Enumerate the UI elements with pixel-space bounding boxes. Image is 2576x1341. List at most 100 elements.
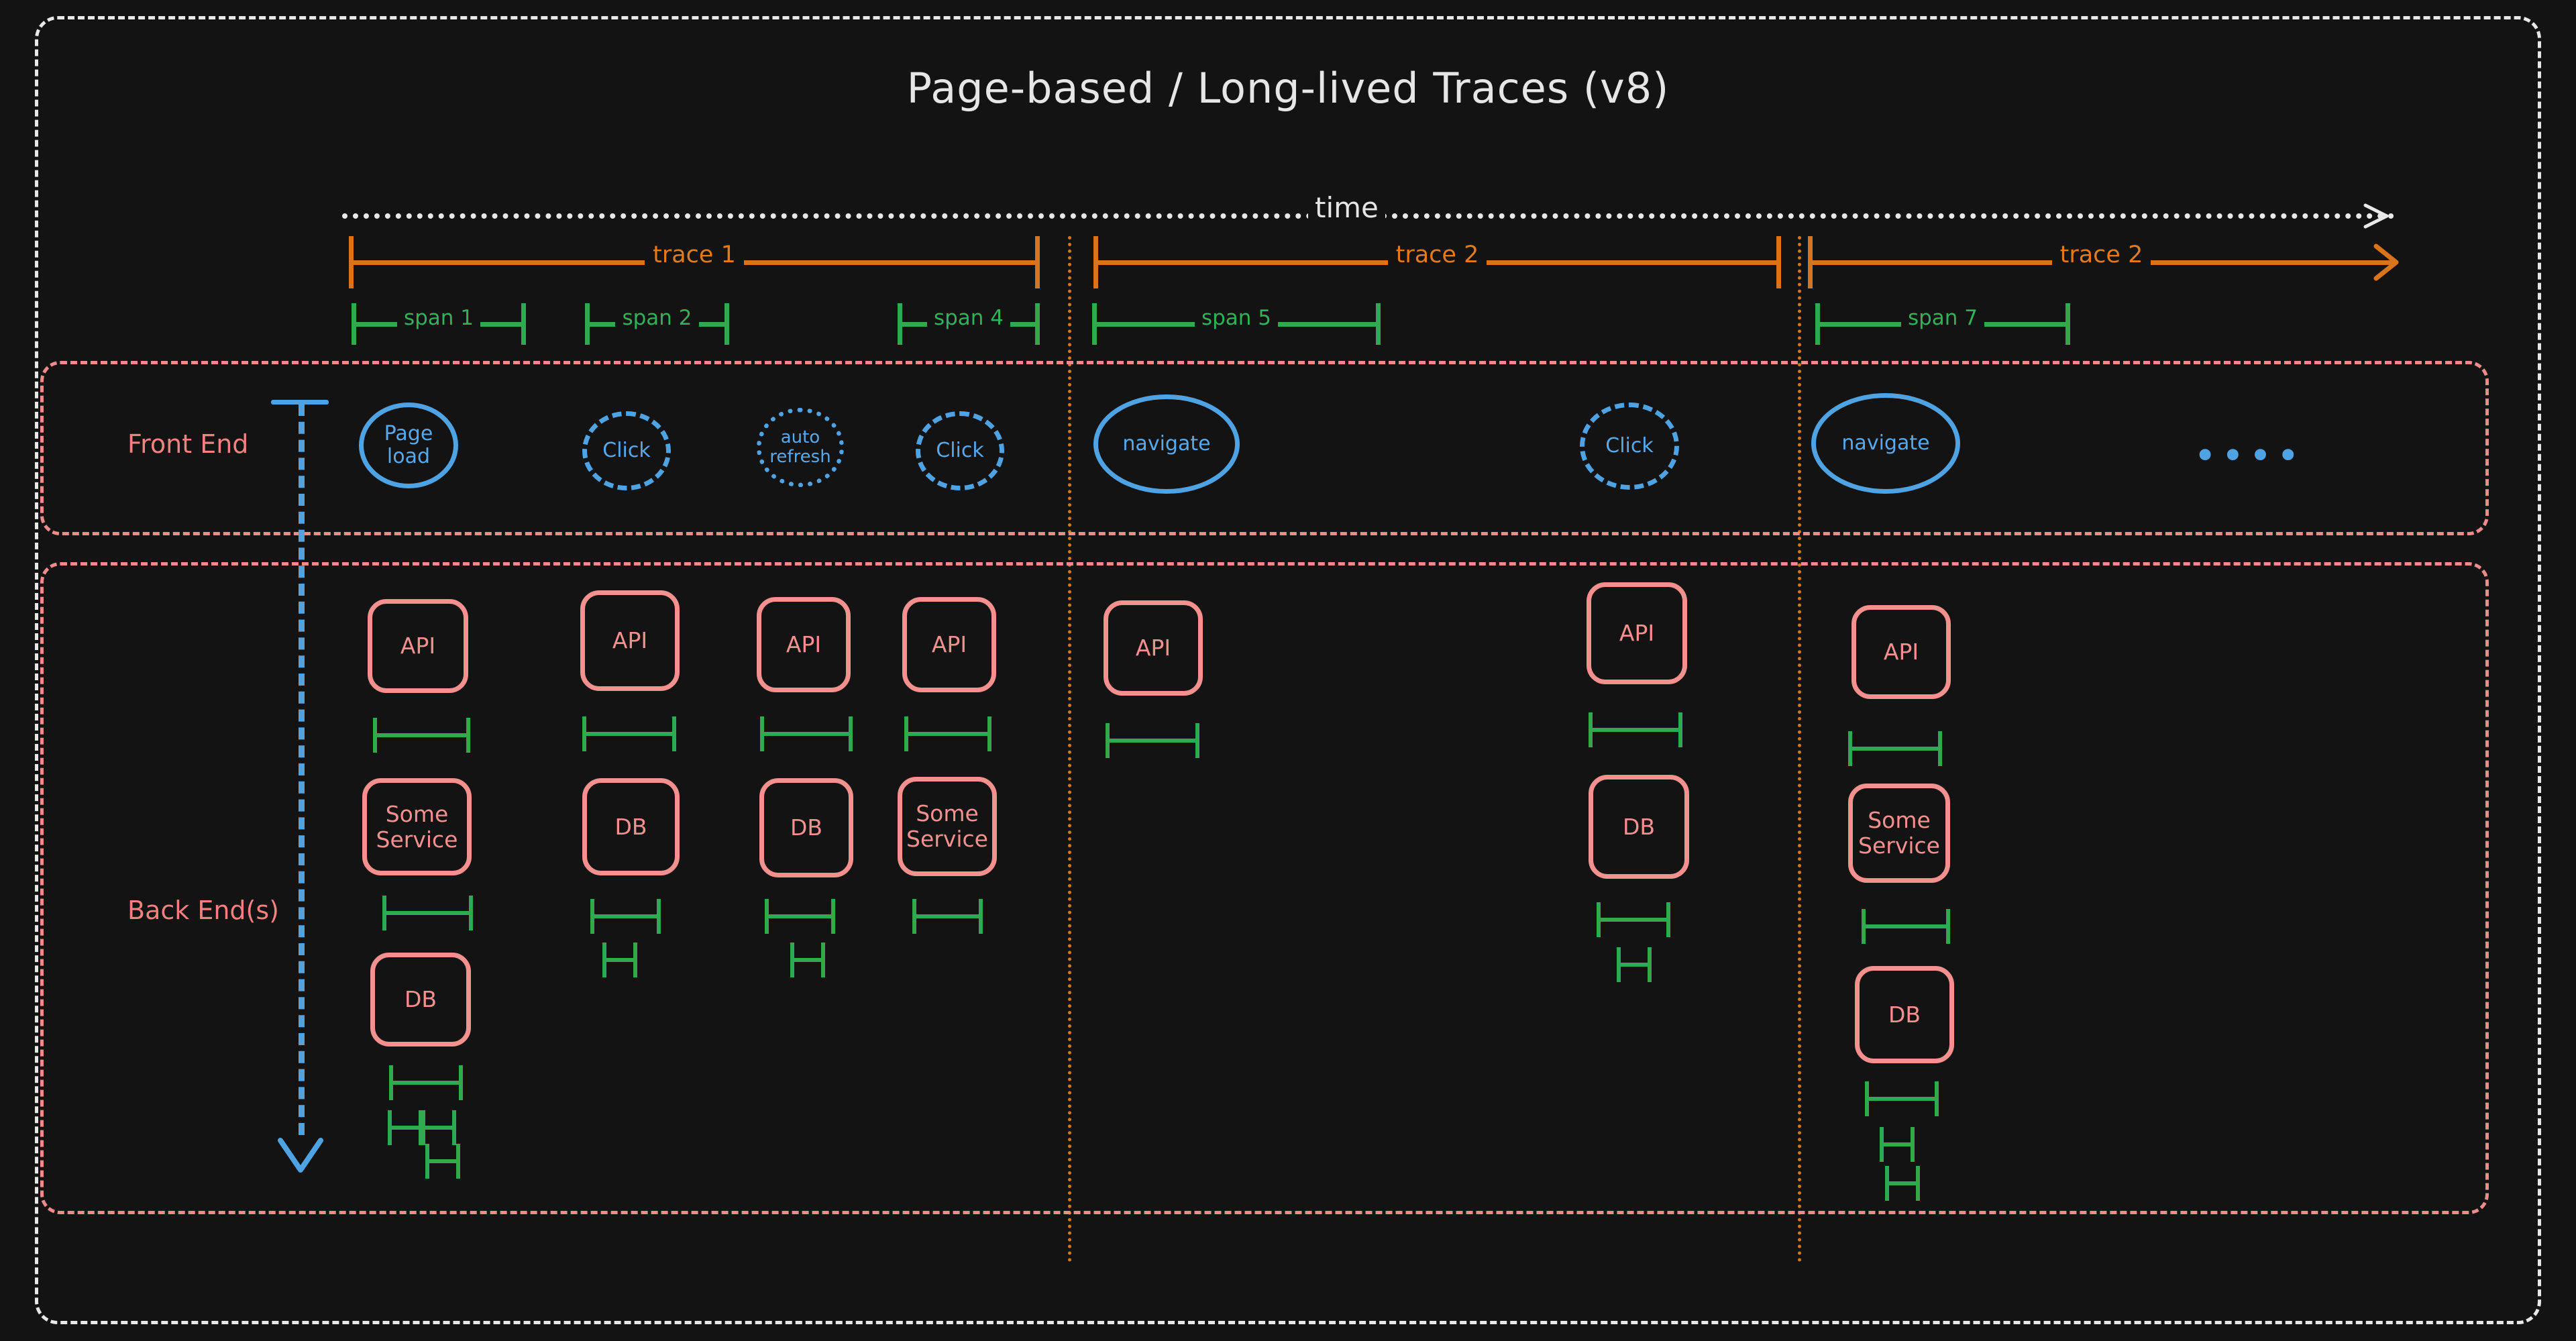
- backend-node[interactable]: DB: [759, 778, 853, 877]
- frontend-event[interactable]: navigate: [1811, 393, 1960, 494]
- depth-arrow: [271, 394, 329, 1173]
- backend-span-cap-right: [672, 716, 676, 751]
- span-bar: span 7: [1815, 303, 2070, 345]
- depth-arrow-stem: [299, 404, 305, 1135]
- backend-span-cap-right: [469, 896, 473, 930]
- trace-cap-right: [1035, 236, 1040, 288]
- frontend-event[interactable]: Click: [916, 411, 1004, 490]
- backend-span-bar: [1862, 909, 1950, 944]
- frontend-panel: [40, 361, 2489, 535]
- backend-span-bar: [1885, 1166, 1920, 1201]
- frontend-event-label: navigate: [1122, 432, 1211, 456]
- span-label: span 5: [1092, 306, 1381, 330]
- backend-span-bar-line: [1617, 963, 1652, 967]
- backend-span-bar: [1106, 723, 1199, 758]
- frontend-event-label: Click: [1605, 434, 1654, 458]
- backend-span-cap-right: [1946, 909, 1950, 944]
- span-label: span 4: [898, 306, 1040, 330]
- backend-span-bar: [912, 899, 983, 934]
- span-bar: span 5: [1092, 303, 1381, 345]
- backend-span-bar-line: [425, 1159, 460, 1163]
- backend-node[interactable]: API: [1587, 582, 1687, 684]
- backend-span-cap-right: [1678, 712, 1682, 747]
- backend-span-bar: [389, 1065, 463, 1100]
- backend-span-bar: [760, 716, 853, 751]
- time-arrow-icon: [2363, 203, 2389, 229]
- outer-frame: [35, 16, 2541, 1324]
- backend-span-bar-line: [1885, 1181, 1920, 1185]
- trace-label: trace 2: [1808, 242, 2395, 268]
- span-label: span 1: [352, 306, 526, 330]
- trace-bar: trace 1: [349, 236, 1040, 288]
- backend-span-bar: [765, 899, 835, 934]
- backend-span-bar-line: [912, 914, 983, 918]
- span-cap-right: [521, 303, 526, 345]
- frontend-event[interactable]: Click: [582, 411, 671, 490]
- backend-span-bar: [1865, 1081, 1939, 1116]
- backend-span-bar-line: [582, 732, 676, 736]
- backend-span-bar-line: [1848, 747, 1942, 751]
- frontend-event-label: Click: [602, 439, 651, 463]
- backend-span-cap-right: [419, 1110, 423, 1145]
- span-bar: span 4: [898, 303, 1040, 345]
- trace-divider: [1068, 236, 1071, 1263]
- backend-span-cap-right: [1916, 1166, 1920, 1201]
- backend-span-cap-right: [1935, 1081, 1939, 1116]
- backend-span-bar-line: [1865, 1097, 1939, 1101]
- span-cap-right: [1035, 303, 1040, 345]
- backend-node[interactable]: DB: [1589, 775, 1689, 879]
- backend-node-label: DB: [1888, 1001, 1921, 1028]
- frontend-event[interactable]: navigate: [1093, 394, 1240, 494]
- backend-node[interactable]: API: [1104, 600, 1203, 696]
- backend-span-bar: [1617, 947, 1652, 982]
- trace-label: trace 2: [1093, 242, 1781, 268]
- backend-span-cap-right: [821, 943, 825, 977]
- backend-span-bar-line: [1106, 739, 1199, 743]
- backend-node[interactable]: DB: [582, 778, 680, 875]
- backend-span-bar: [388, 1110, 423, 1145]
- backend-span-bar: [1597, 902, 1670, 937]
- frontend-label: Front End: [127, 429, 249, 459]
- backend-node[interactable]: API: [580, 590, 680, 691]
- backend-node-label: API: [1883, 639, 1919, 665]
- backend-node[interactable]: API: [368, 599, 468, 693]
- backend-node[interactable]: API: [902, 597, 996, 692]
- span-cap-right: [1376, 303, 1381, 345]
- backend-span-cap-right: [633, 943, 637, 977]
- frontend-event-label: Click: [936, 439, 984, 463]
- backend-span-bar: [1880, 1127, 1915, 1162]
- backend-node-label: API: [1619, 620, 1655, 647]
- backend-span-bar: [421, 1110, 456, 1145]
- backend-node[interactable]: DB: [1855, 966, 1954, 1063]
- trace-bar: trace 2: [1093, 236, 1781, 288]
- trace-arrow-icon: [2373, 244, 2399, 281]
- backend-span-bar: [373, 718, 470, 753]
- backend-node[interactable]: API: [757, 597, 851, 692]
- backend-span-bar-line: [389, 1081, 463, 1085]
- backend-node[interactable]: DB: [370, 953, 471, 1047]
- page-title: Page-based / Long-lived Traces (v8): [906, 64, 1670, 113]
- backend-span-bar-line: [421, 1126, 456, 1130]
- backend-span-bar: [1848, 731, 1942, 766]
- backend-span-bar: [602, 943, 637, 977]
- backend-span-bar-line: [760, 732, 853, 736]
- backend-span-cap-right: [1911, 1127, 1915, 1162]
- depth-arrow-cap: [271, 400, 329, 405]
- time-axis-label: time: [1308, 191, 1385, 224]
- backend-span-bar: [904, 716, 991, 751]
- frontend-event[interactable]: Click: [1580, 403, 1679, 490]
- backend-panel: [40, 562, 2489, 1214]
- trace-cap-right: [1776, 236, 1781, 288]
- backend-node[interactable]: API: [1851, 605, 1951, 699]
- backend-node-label: DB: [614, 813, 647, 840]
- trace-label: trace 1: [349, 242, 1040, 268]
